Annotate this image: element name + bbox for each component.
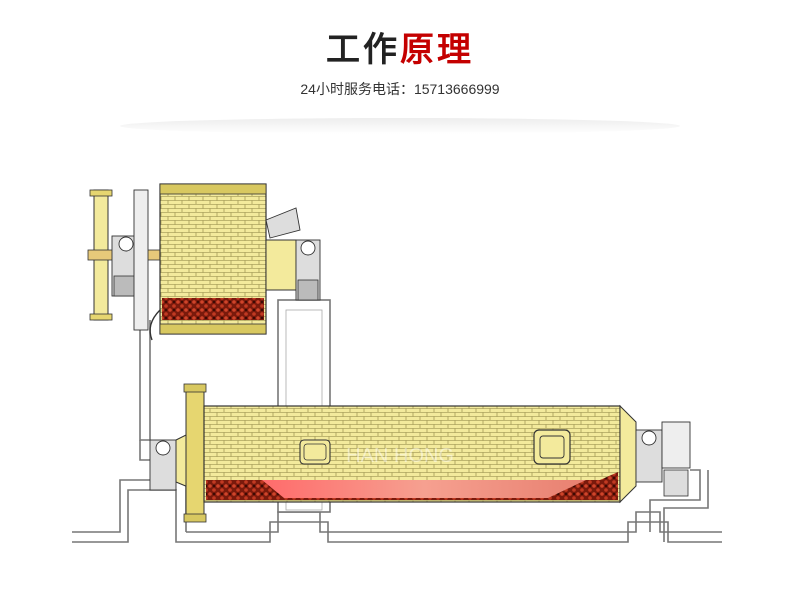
transfer-chute xyxy=(139,320,173,461)
header-divider-shadow xyxy=(120,118,680,134)
upper-mill xyxy=(87,183,321,341)
ball-mill-diagram: HAN HONG xyxy=(72,183,722,543)
title-part-1: 工作 xyxy=(326,30,400,70)
page-title: 工作原理 xyxy=(0,30,800,70)
title-part-2: 原理 xyxy=(400,30,474,70)
foundation-outline xyxy=(72,469,722,543)
watermark-text: HAN HONG xyxy=(346,445,454,467)
lower-mill xyxy=(149,383,691,523)
service-hotline: 24小时服务电话：15713666999 xyxy=(300,81,500,97)
